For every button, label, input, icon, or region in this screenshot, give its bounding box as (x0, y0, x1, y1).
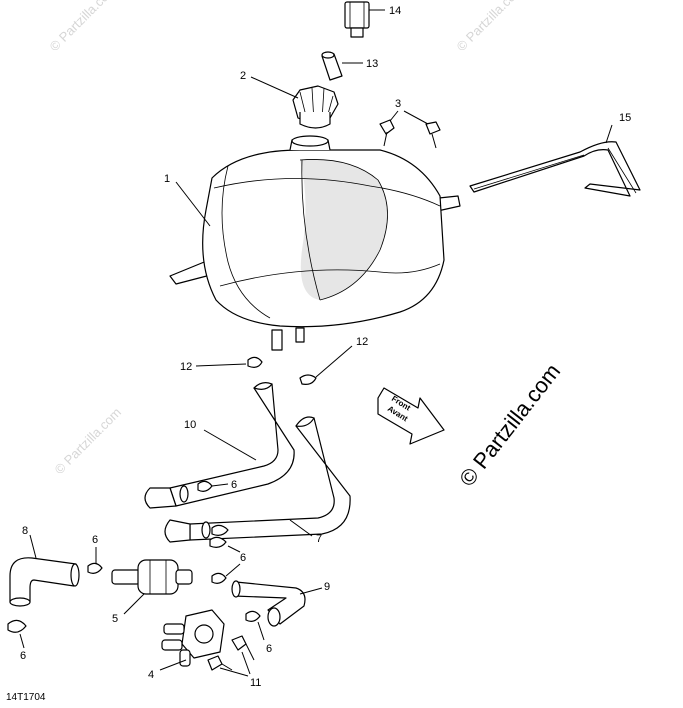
part-14-valve: 14 (344, 1, 401, 38)
callout-6-b: 6 (240, 552, 246, 564)
callout-2: 2 (240, 70, 246, 82)
watermark-main: © Partzilla.com (454, 359, 565, 491)
watermark-top-right: © Partzilla.com (454, 0, 527, 54)
watermark-mid-left: © Partzilla.com (52, 405, 125, 478)
part-11-bolts: 11 (207, 635, 261, 689)
callout-3: 3 (395, 98, 401, 110)
part-12-clamps: 12 12 (180, 336, 368, 385)
part-7-hose: 7 (164, 416, 351, 545)
callout-12-left: 12 (180, 361, 192, 373)
callout-10: 10 (184, 419, 196, 431)
diagram-code: 14T1704 (6, 692, 46, 703)
front-direction-arrow: Front Avant (377, 387, 445, 445)
part-3-screws: 3 (379, 98, 441, 149)
part-2-fuel-cap: 2 (240, 70, 339, 129)
callout-8: 8 (22, 525, 28, 537)
part-10-hose: 10 (144, 382, 295, 509)
part-13-tube: 13 (321, 51, 378, 81)
callout-11: 11 (250, 677, 261, 689)
part-4-valve-block: 4 (148, 609, 225, 681)
callout-1: 1 (164, 173, 170, 185)
callout-4: 4 (148, 669, 154, 681)
callout-6-e: 6 (266, 643, 272, 655)
part-5-fuel-filter: 5 (111, 559, 193, 625)
part-6-clamps: 6 6 6 6 6 (7, 479, 272, 662)
callout-13: 13 (366, 58, 378, 70)
callout-15: 15 (619, 112, 631, 124)
callout-12-right: 12 (356, 336, 368, 348)
part-15-strap: 15 (469, 112, 641, 197)
part-1-fuel-tank: 1 (164, 135, 461, 351)
watermark-top-left: © Partzilla.com (47, 0, 120, 54)
callout-14: 14 (389, 5, 401, 17)
part-9-hose: 9 (231, 580, 330, 627)
callout-6-a: 6 (231, 479, 237, 491)
callout-7: 7 (316, 533, 322, 545)
callout-5: 5 (112, 613, 118, 625)
callout-6-d: 6 (20, 650, 26, 662)
callout-6-c: 6 (92, 534, 98, 546)
callout-9: 9 (324, 581, 330, 593)
part-8-elbow-hose: 8 (9, 525, 80, 607)
